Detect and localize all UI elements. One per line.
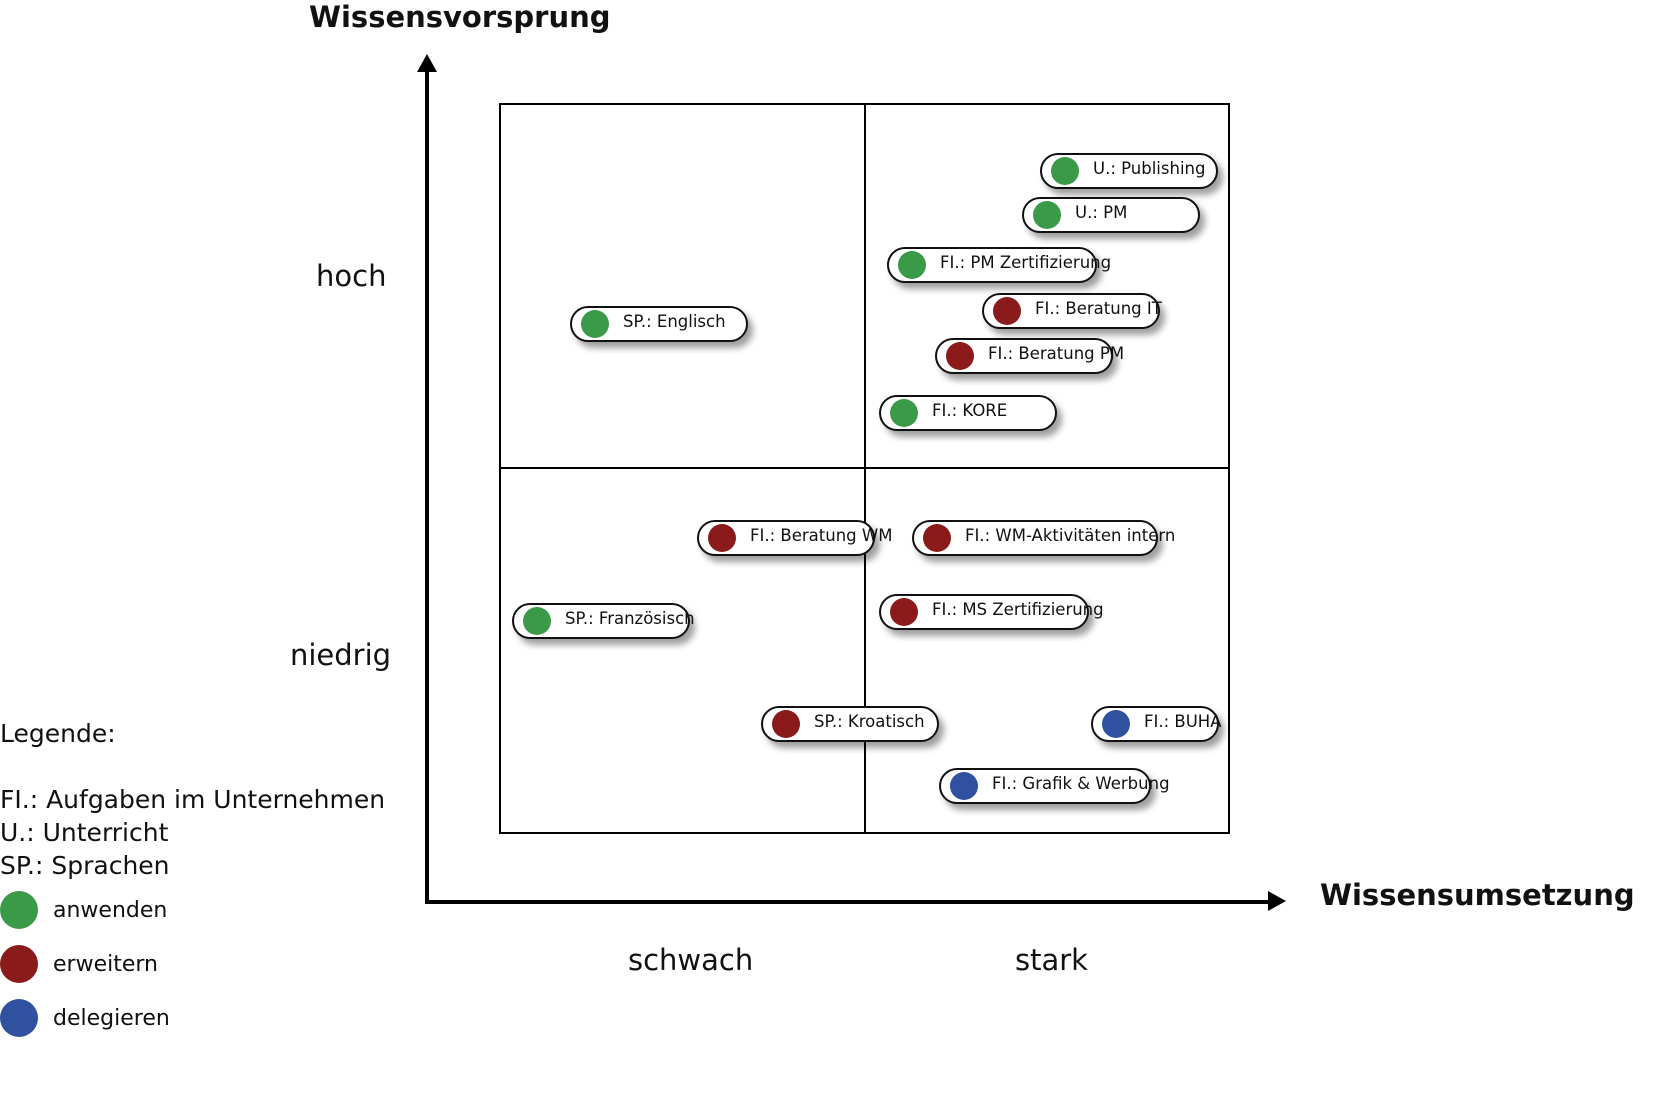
y-tick-niedrig: niedrig — [290, 638, 392, 672]
item-dot — [950, 772, 978, 800]
y-axis-arrow — [417, 54, 437, 72]
item-label: FI.: Beratung PM — [988, 343, 1125, 363]
legend-item-erweitern: erweitern — [0, 945, 158, 983]
item-label: FI.: Beratung IT — [1035, 298, 1162, 318]
item-fi-kore: FI.: KORE — [879, 395, 1057, 431]
legend-label-anwenden: anwenden — [53, 897, 168, 923]
item-label: U.: PM — [1075, 202, 1128, 222]
item-sp-englisch: SP.: Englisch — [570, 306, 748, 342]
item-dot — [1051, 157, 1079, 185]
legend-label-erweitern: erweitern — [53, 951, 158, 977]
item-fi-wm-aktivitaeten-intern: FI.: WM-Aktivitäten intern — [912, 520, 1175, 556]
item-dot — [523, 607, 551, 635]
item-label: U.: Publishing — [1093, 158, 1206, 178]
item-dot — [708, 524, 736, 552]
item-sp-kroatisch: SP.: Kroatisch — [761, 706, 939, 742]
item-label: FI.: Beratung WM — [750, 525, 893, 545]
item-dot — [898, 251, 926, 279]
item-dot — [1102, 710, 1130, 738]
item-label: FI.: Grafik & Werbung — [992, 773, 1170, 793]
item-dot — [923, 524, 951, 552]
item-dot — [772, 710, 800, 738]
item-label: FI.: KORE — [932, 400, 1008, 420]
legend-dot-red — [0, 945, 38, 983]
item-fi-beratung-wm: FI.: Beratung WM — [697, 520, 892, 556]
legend-abbrev-u: U.: Unterricht — [0, 818, 169, 847]
item-fi-ms-zertifizierung: FI.: MS Zertifizierung — [879, 594, 1104, 630]
x-tick-schwach: schwach — [628, 943, 754, 977]
item-label: FI.: PM Zertifizierung — [940, 252, 1112, 272]
item-dot — [890, 399, 918, 427]
item-label: FI.: MS Zertifizierung — [932, 599, 1104, 619]
legend-item-anwenden: anwenden — [0, 891, 167, 929]
x-tick-stark: stark — [1015, 943, 1088, 977]
item-dot — [1033, 201, 1061, 229]
legend-dot-blue — [0, 999, 38, 1037]
item-label: FI.: WM-Aktivitäten intern — [965, 525, 1176, 545]
item-u-pm: U.: PM — [1022, 197, 1200, 233]
item-label: SP.: Französisch — [565, 608, 695, 628]
item-label: SP.: Englisch — [623, 311, 726, 331]
legend-dot-green — [0, 891, 38, 929]
legend-abbrev-sp: SP.: Sprachen — [0, 851, 170, 880]
item-fi-beratung-it: FI.: Beratung IT — [982, 293, 1162, 329]
item-dot — [946, 342, 974, 370]
item-fi-beratung-pm: FI.: Beratung PM — [935, 338, 1124, 374]
y-tick-hoch: hoch — [316, 259, 387, 293]
item-fi-buha: FI.: BUHA — [1091, 706, 1222, 742]
item-dot — [581, 310, 609, 338]
legend-heading: Legende: — [0, 719, 116, 748]
y-axis-title: Wissensvorsprung — [309, 0, 611, 34]
x-axis-arrow — [1268, 891, 1286, 911]
x-axis-title: Wissensumsetzung — [1320, 878, 1635, 912]
item-fi-pm-zertifizierung: FI.: PM Zertifizierung — [887, 247, 1111, 283]
item-label: SP.: Kroatisch — [814, 711, 925, 731]
item-dot — [890, 598, 918, 626]
item-fi-grafik-werbung: FI.: Grafik & Werbung — [939, 768, 1170, 804]
legend-abbrev-fi: FI.: Aufgaben im Unternehmen — [0, 785, 386, 814]
legend-label-delegieren: delegieren — [53, 1005, 170, 1031]
legend-item-delegieren: delegieren — [0, 999, 170, 1037]
item-dot — [993, 297, 1021, 325]
item-sp-franzoesisch: SP.: Französisch — [512, 603, 695, 639]
item-u-publishing: U.: Publishing — [1040, 153, 1218, 189]
item-label: FI.: BUHA — [1144, 711, 1222, 731]
